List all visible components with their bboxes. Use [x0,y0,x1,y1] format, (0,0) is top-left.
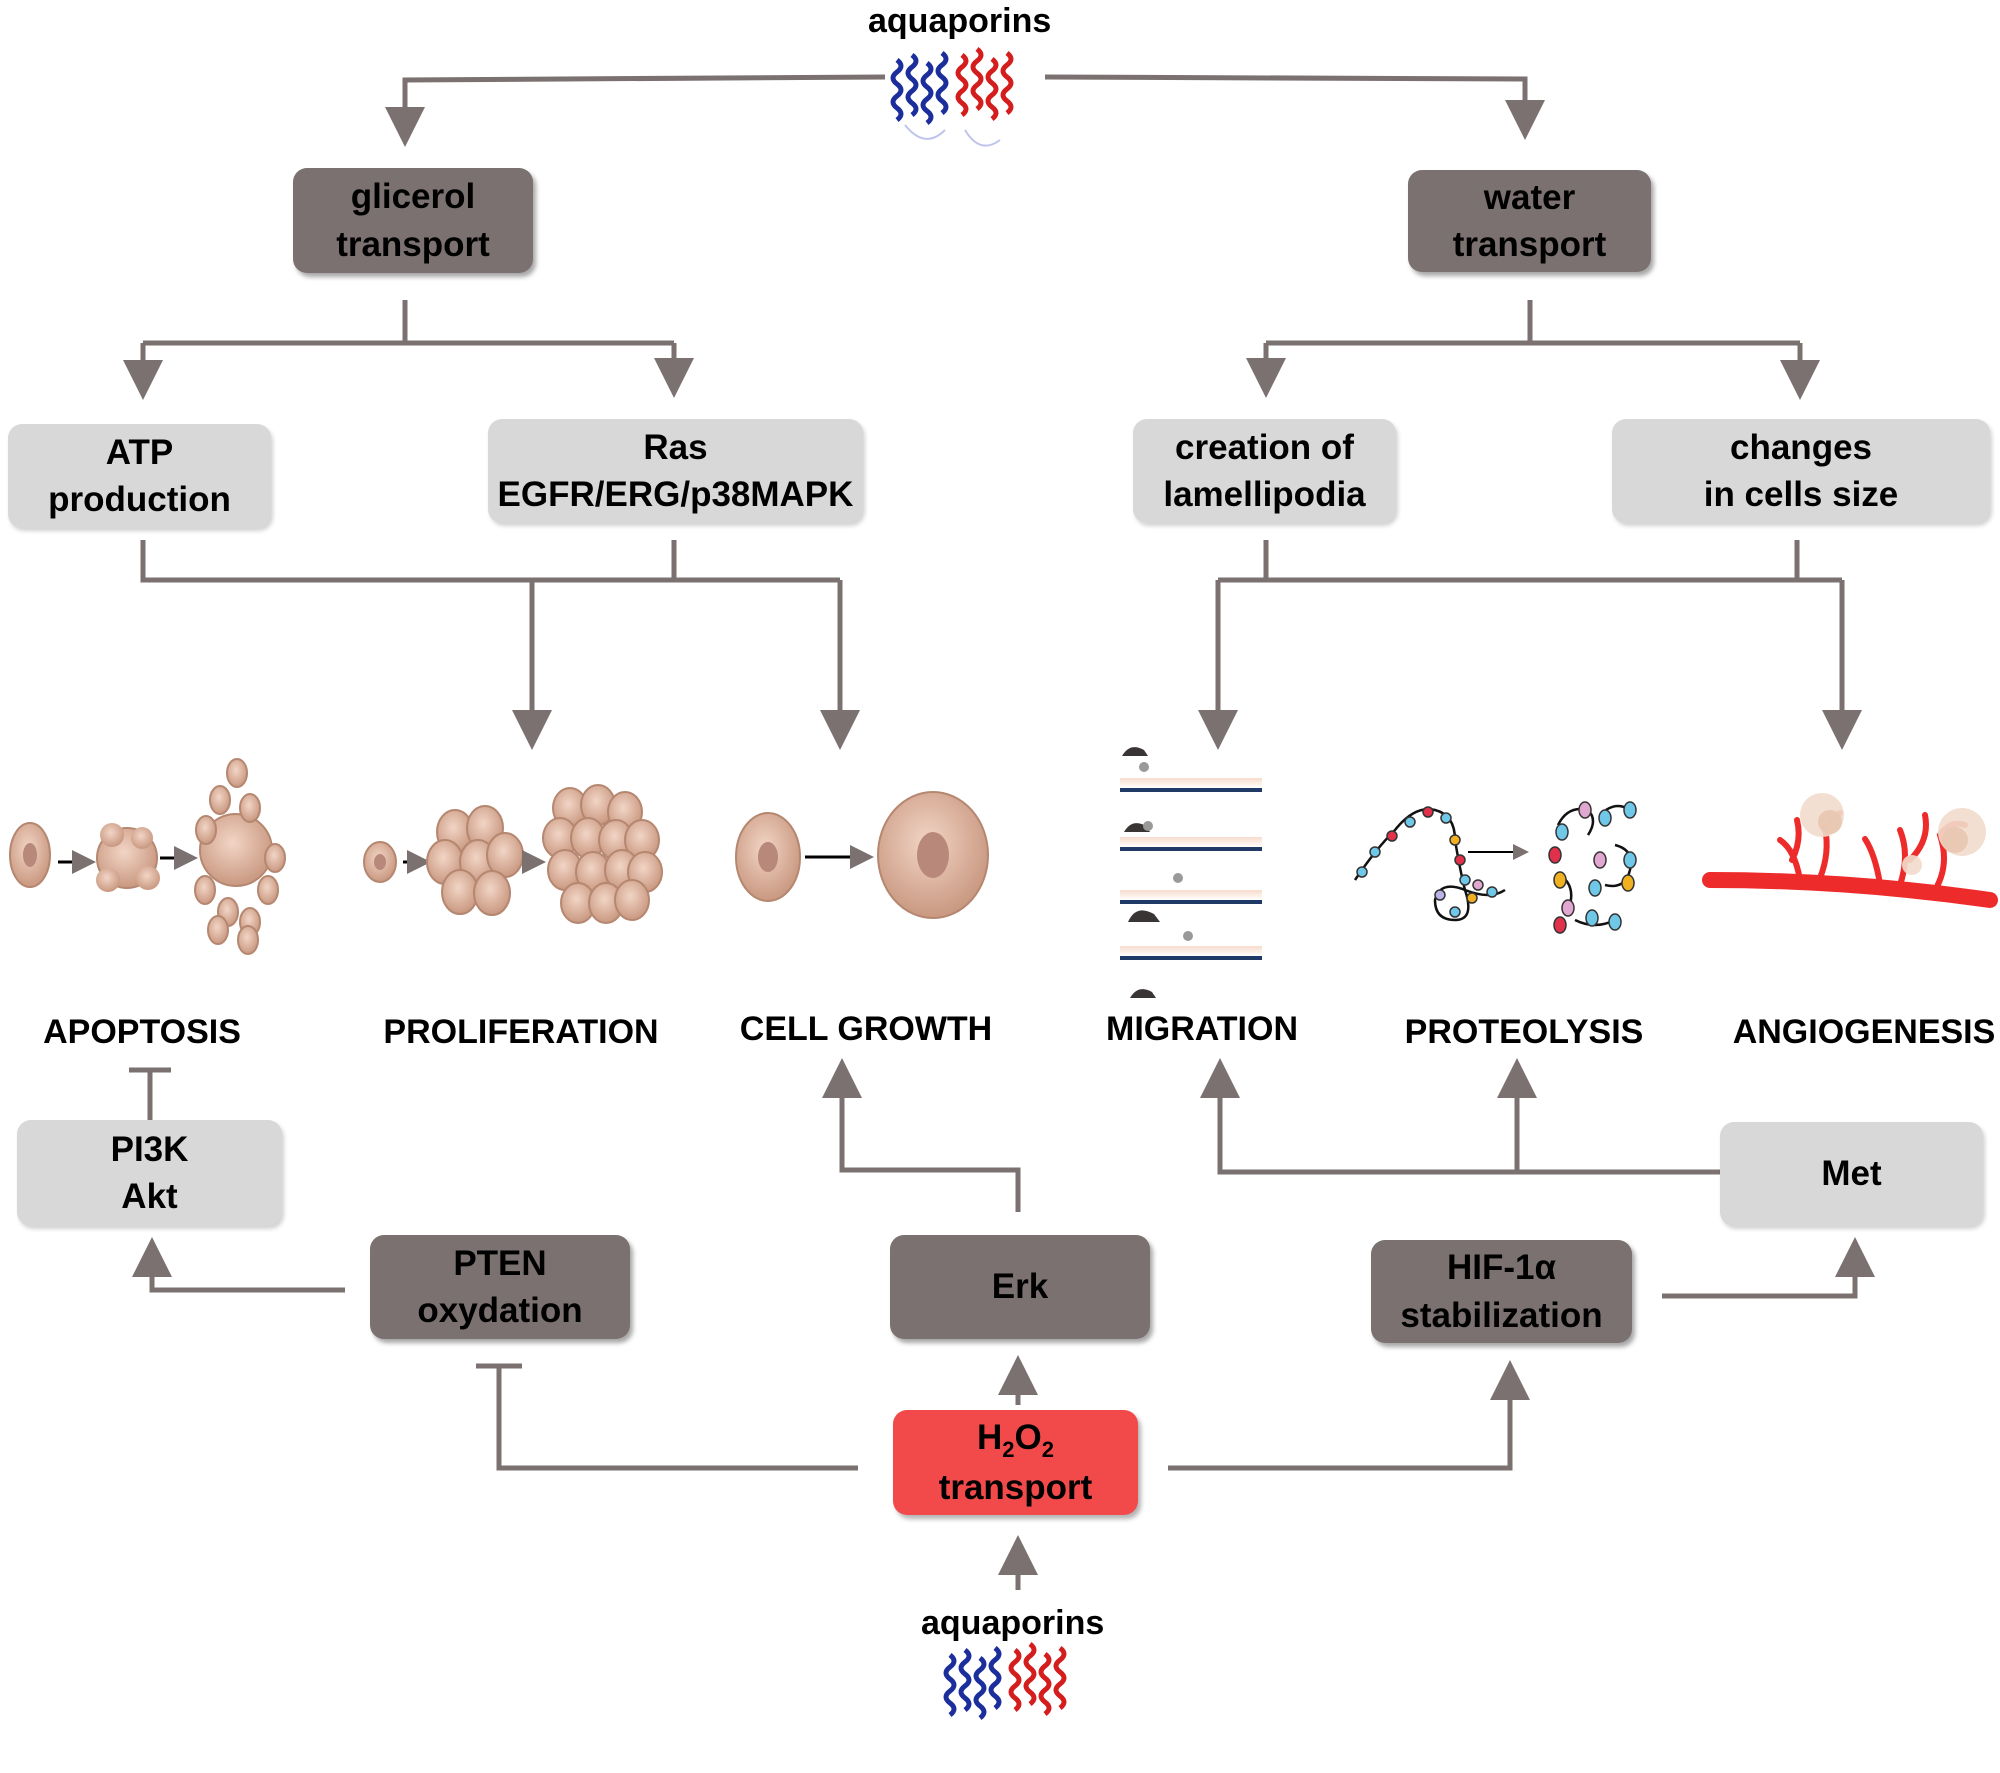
aquaporin-protein-icon [943,1642,1067,1720]
migration-illustration [1120,747,1262,998]
proliferation-illustration [363,784,663,924]
arrow-pten-to-pi3k [132,1237,345,1293]
h2o2-transport-box: H2O2 transport [893,1410,1138,1515]
arrow-hif-to-met [1662,1237,1875,1299]
outcome-migration: MIGRATION [1105,1010,1299,1048]
ras-egfr-box: Ras EGFR/ERG/p38MAPK [488,419,863,523]
pten-oxydation-line1: PTEN [453,1243,547,1283]
inhibit-h2o2-pten [476,1363,858,1471]
h2o2-formula: H2O2 [977,1414,1054,1465]
line-glicerol-split [143,300,674,346]
pten-oxydation-line2: oxydation [417,1291,583,1330]
protein-chain-icon [1353,807,1506,922]
h2o2-sub2: 2 [1041,1436,1054,1462]
cell-size-line1: changes [1730,427,1872,467]
arrow-aquaporin-to-water [1044,74,1545,140]
water-transport-box: water transport [1408,170,1651,272]
glicerol-transport-line2: transport [336,224,490,264]
atp-production-line2: production [48,480,231,519]
cell-size-box: changes in cells size [1612,419,1990,523]
pten-oxydation-box: PTEN oxydation [370,1235,630,1339]
outcome-angiogenesis: ANGIOGENESIS [1732,1013,1996,1051]
angiogenesis-illustration [1702,793,1998,908]
h2o2-o: O [1014,1417,1042,1457]
aquaporin-protein-icon [890,47,1014,147]
water-transport-line2: transport [1452,225,1607,264]
migrating-cell-icon [1128,910,1160,922]
arrow-met-to-migration [1200,1058,1720,1175]
lamellipodia-box: creation of lamellipodia [1133,419,1396,523]
arrow-erk-to-cell-growth [822,1058,1021,1212]
arrow-h2o2-to-hif [1168,1360,1530,1471]
cell-growth-illustration [735,791,989,919]
ras-egfr-line2: EGFR/ERG/p38MAPK [497,475,854,514]
cell-size-line2: in cells size [1703,475,1899,514]
pi3k-akt-box: PI3K Akt [17,1120,282,1226]
lamellipodia-line1: creation of [1175,427,1354,467]
met-label: Met [1821,1154,1882,1194]
glicerol-transport-box: glicerol transport [293,168,533,273]
ras-egfr-line1: Ras [643,427,708,467]
water-transport-line1: water [1483,177,1576,217]
inhibit-pi3k-apoptosis [129,1067,171,1120]
proteolysis-illustration [1353,801,1637,934]
vessel-icon [1702,872,1998,908]
h2o2-transport-line2: transport [938,1468,1093,1508]
erk-box: Erk [890,1235,1150,1339]
hif-stabilization-box: HIF-1α stabilization [1371,1240,1632,1343]
arrow-aquaporin-to-glicerol [385,74,886,147]
hif-stabilization-line1: HIF-1α [1446,1248,1557,1288]
line-water-split [1266,300,1800,346]
atp-production-line1: ATP [105,432,174,472]
erk-label: Erk [991,1267,1049,1307]
outcome-proliferation: PROLIFERATION [383,1013,659,1051]
met-box: Met [1720,1122,1983,1226]
aquaporins-label-top: aquaporins [868,2,1052,40]
migrating-cell-icon [1130,989,1156,998]
apoptosis-illustration [9,758,286,955]
line-left-merge [140,540,840,583]
pi3k-akt-line1: PI3K [110,1129,189,1169]
line-right-merge [1218,540,1842,583]
glicerol-transport-line1: glicerol [350,177,476,217]
outcome-proteolysis: PROTEOLYSIS [1404,1013,1644,1051]
h2o2-sub1: 2 [1002,1436,1015,1462]
aquaporins-label-bottom: aquaporins [921,1604,1105,1642]
migrating-cell-icon [1122,747,1148,756]
lamellipodia-line2: lamellipodia [1163,475,1366,514]
hif-stabilization-line2: stabilization [1400,1295,1603,1335]
outcome-cell-growth: CELL GROWTH [739,1010,993,1048]
atp-production-box: ATP production [8,424,271,528]
pi3k-akt-line2: Akt [121,1177,178,1216]
h2o2-h: H [976,1417,1003,1457]
outcome-apoptosis: APOPTOSIS [43,1013,241,1051]
